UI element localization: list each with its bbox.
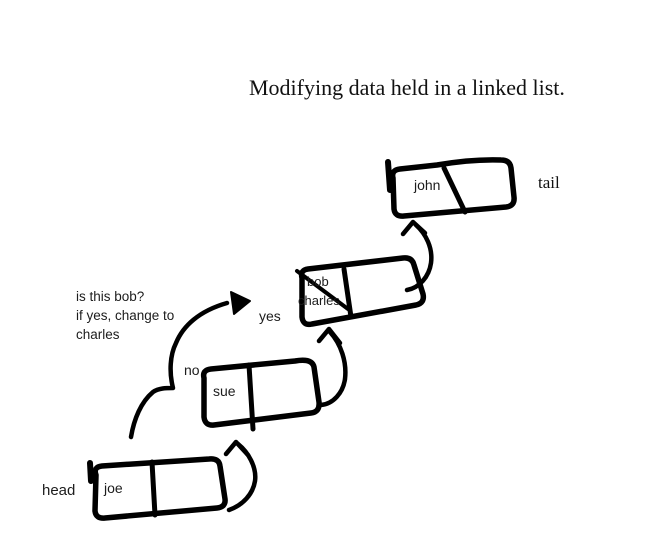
node-john-box: [389, 157, 517, 219]
node-sue-box: [200, 357, 322, 428]
node-joe-pen-tick: [87, 460, 94, 484]
node-john-pen-tick: [385, 159, 393, 193]
tail-pointer-label: tail: [538, 173, 560, 192]
arrow-sue-to-bob-head: [316, 326, 343, 346]
node-sue-shape: [200, 357, 322, 432]
node-joe-label: joe: [104, 480, 123, 496]
page-title: Modifying data held in a linked list.: [249, 75, 565, 100]
decision-annotation-line2: if yes, change to: [76, 308, 175, 323]
head-pointer-label: head: [42, 482, 76, 499]
yes-branch-label: yes: [259, 308, 281, 324]
node-sue-label: sue: [213, 383, 236, 399]
node-bob-shape: [295, 255, 427, 328]
bob-strikethrough-stroke: [295, 269, 350, 311]
node-joe-divider: [149, 459, 158, 518]
arrow-bob-to-john: [400, 219, 434, 293]
decision-annotation: is this bob? if yes, change to charles: [76, 287, 174, 344]
arrow-yes-branch-head: [230, 291, 251, 315]
node-bob-old-label: bob: [307, 274, 329, 289]
arrow-joe-to-sue-curve: [226, 441, 258, 513]
node-john-divider: [441, 165, 468, 215]
node-john-label: john: [414, 177, 441, 193]
decision-annotation-line3: charles: [76, 327, 120, 342]
arrow-joe-to-sue: [223, 439, 258, 513]
node-bob-new-label: charles: [298, 293, 340, 308]
node-bob-box: [298, 255, 427, 328]
node-joe-shape: [87, 456, 228, 521]
node-joe-box: [92, 456, 228, 521]
decision-annotation-line1: is this bob?: [76, 289, 145, 304]
node-sue-divider: [246, 362, 256, 432]
arrow-sue-to-bob: [316, 326, 348, 408]
node-john-shape: [385, 157, 517, 219]
arrow-yes-branch: [128, 291, 251, 440]
arrow-bob-to-john-head: [400, 219, 428, 237]
arrow-joe-to-sue-head: [223, 439, 251, 458]
no-branch-label: no: [184, 362, 200, 378]
arrow-yes-branch-curve: [128, 300, 230, 440]
